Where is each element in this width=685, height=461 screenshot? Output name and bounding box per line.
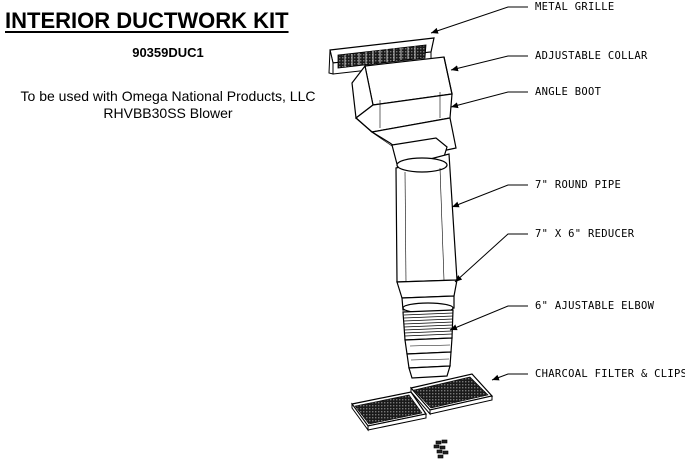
callout-adjustable-collar: ADJUSTABLE COLLAR [535, 50, 648, 62]
metal-grille-part [328, 37, 435, 75]
callout-leaders [430, 6, 528, 381]
leader-elbow [449, 305, 528, 331]
filter-clips [433, 439, 449, 459]
leader-angle-boot [450, 91, 528, 109]
collar-and-boot-part [351, 56, 457, 169]
callout-round-pipe: 7" ROUND PIPE [535, 179, 622, 191]
leader-adjustable-collar [450, 55, 528, 72]
usage-note: To be used with Omega National Products,… [0, 88, 336, 122]
reducer-part [396, 279, 458, 314]
leader-reducer [454, 233, 528, 283]
leader-charcoal-filter [491, 373, 528, 381]
usage-line-2: RHVBB30SS Blower [103, 105, 233, 121]
callout-elbow: 6" AJUSTABLE ELBOW [535, 300, 655, 312]
leader-round-pipe [451, 184, 528, 208]
charcoal-filter-part [350, 373, 494, 432]
round-pipe-part [395, 153, 458, 283]
callout-metal-grille: METAL GRILLE [535, 1, 615, 13]
elbow-part [402, 309, 454, 379]
page-title: INTERIOR DUCTWORK KIT [5, 8, 289, 33]
callout-angle-boot: ANGLE BOOT [535, 86, 602, 98]
usage-line-1: To be used with Omega National Products,… [20, 88, 316, 104]
callout-charcoal-filter: CHARCOAL FILTER & CLIPS [535, 368, 685, 380]
leader-metal-grille [430, 6, 528, 34]
callout-reducer: 7" X 6" REDUCER [535, 228, 635, 240]
part-number: 90359DUC1 [132, 45, 204, 60]
